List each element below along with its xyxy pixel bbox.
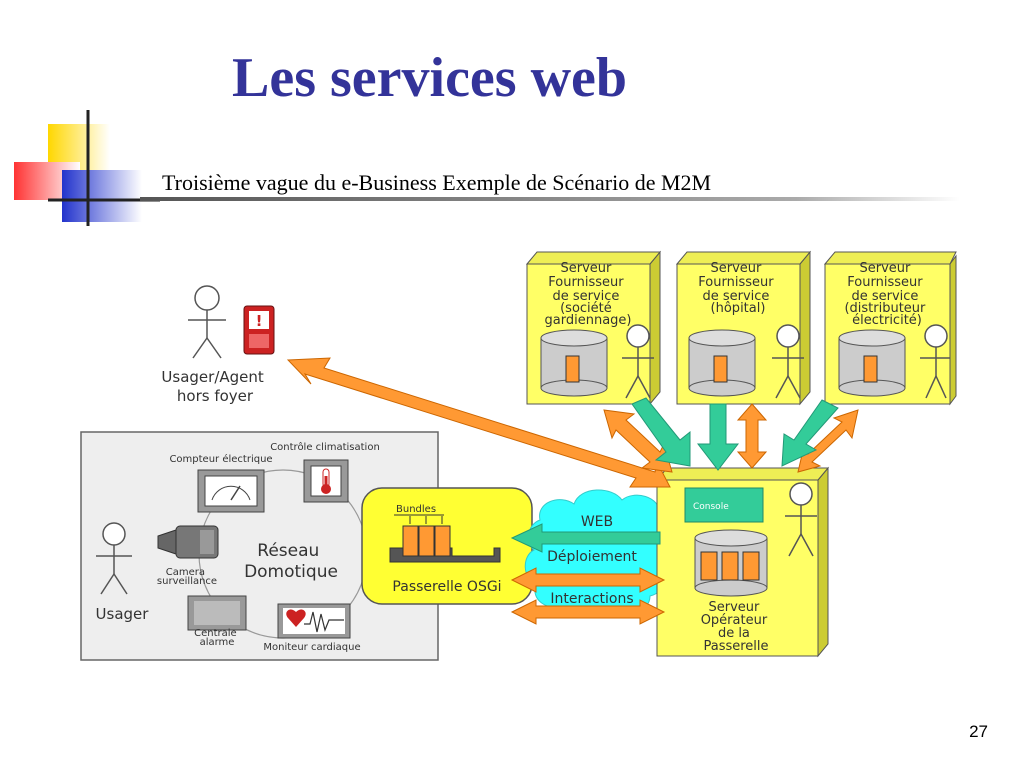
arrow-deployment [510,523,661,553]
server-provider-electricity: Serveur Fournisseur de service (distribu… [823,251,957,406]
slide-title: Les services web [232,47,628,109]
mobile-phone-icon: ! [243,305,275,355]
person-icon [96,522,132,595]
web-label: WEB [581,514,613,530]
operator-label: Serveur Opérateur de la Passerelle [701,600,772,654]
gateway-label: Passerelle OSGi [392,579,501,595]
alarm-panel-icon [187,595,247,631]
arrow-green-provider1 [631,397,691,467]
database-icon [540,329,608,397]
network-label: Réseau Domotique [244,541,338,582]
osgi-gateway: Bundles Passerelle OSGi [361,487,533,605]
page-number: 27 [969,722,988,741]
home-user-label: Usager [96,605,150,623]
deploy-label: Déploiement [547,549,637,565]
console-box [684,487,764,523]
operator-server: Console Serveur Opérateur de la Passerel… [655,466,830,658]
remote-user-label: Usager/Agent hors foyer [161,368,268,405]
server-provider-hospital: Serveur Fournisseur de service (hôpital) [675,250,812,406]
server-provider-security: Serveur Fournisseur de service (société … [525,250,662,406]
database-icon [694,529,768,597]
console-label: Console [693,502,729,512]
server-security-label: Serveur Fournisseur de service (société … [545,261,632,328]
subtitle-rule [140,197,960,201]
cardiac-monitor-icon [277,603,351,639]
cardiac-label: Moniteur cardiaque [263,642,360,653]
arrow-green-provider3 [781,399,839,467]
thermometer-icon [303,459,349,503]
server-hospital-label: Serveur Fournisseur de service (hôpital) [698,261,777,316]
database-icon [838,329,906,397]
alarm-label: Centrale alarme [194,628,240,648]
camera-label: Camera surveillance [157,567,217,587]
climate-label: Contrôle climatisation [270,441,380,453]
arrow-interactions-1 [510,567,666,593]
arrow-provider1-operator [603,409,673,473]
web-cloud: WEB Déploiement Interactions [524,489,672,617]
camera-icon [157,525,219,559]
bundles-label: Bundles [396,504,436,515]
person-icon [920,324,950,399]
person-icon [622,324,654,399]
slide-logo [14,110,160,226]
meter-label: Compteur électrique [169,453,272,465]
electric-meter-icon [197,469,265,513]
slide-subtitle: Troisième vague du e-Business Exemple de… [162,170,712,195]
database-icon [688,329,756,397]
person-icon [785,482,817,557]
svg-text:!: ! [256,312,263,330]
person-icon [188,285,226,359]
arrow-provider2-operator [736,403,768,469]
arrow-green-provider2 [696,403,740,471]
arrow-interactions-2 [510,599,666,625]
server-electricity-label: Serveur Fournisseur de service (distribu… [844,261,929,328]
arrow-provider3-operator [797,409,859,473]
bundle-icons [389,516,501,563]
interactions-label: Interactions [550,591,633,607]
remote-user: ! Usager/Agent hors foyer [161,285,275,405]
person-icon [772,324,804,399]
arrow-remote-to-operator [286,357,671,488]
